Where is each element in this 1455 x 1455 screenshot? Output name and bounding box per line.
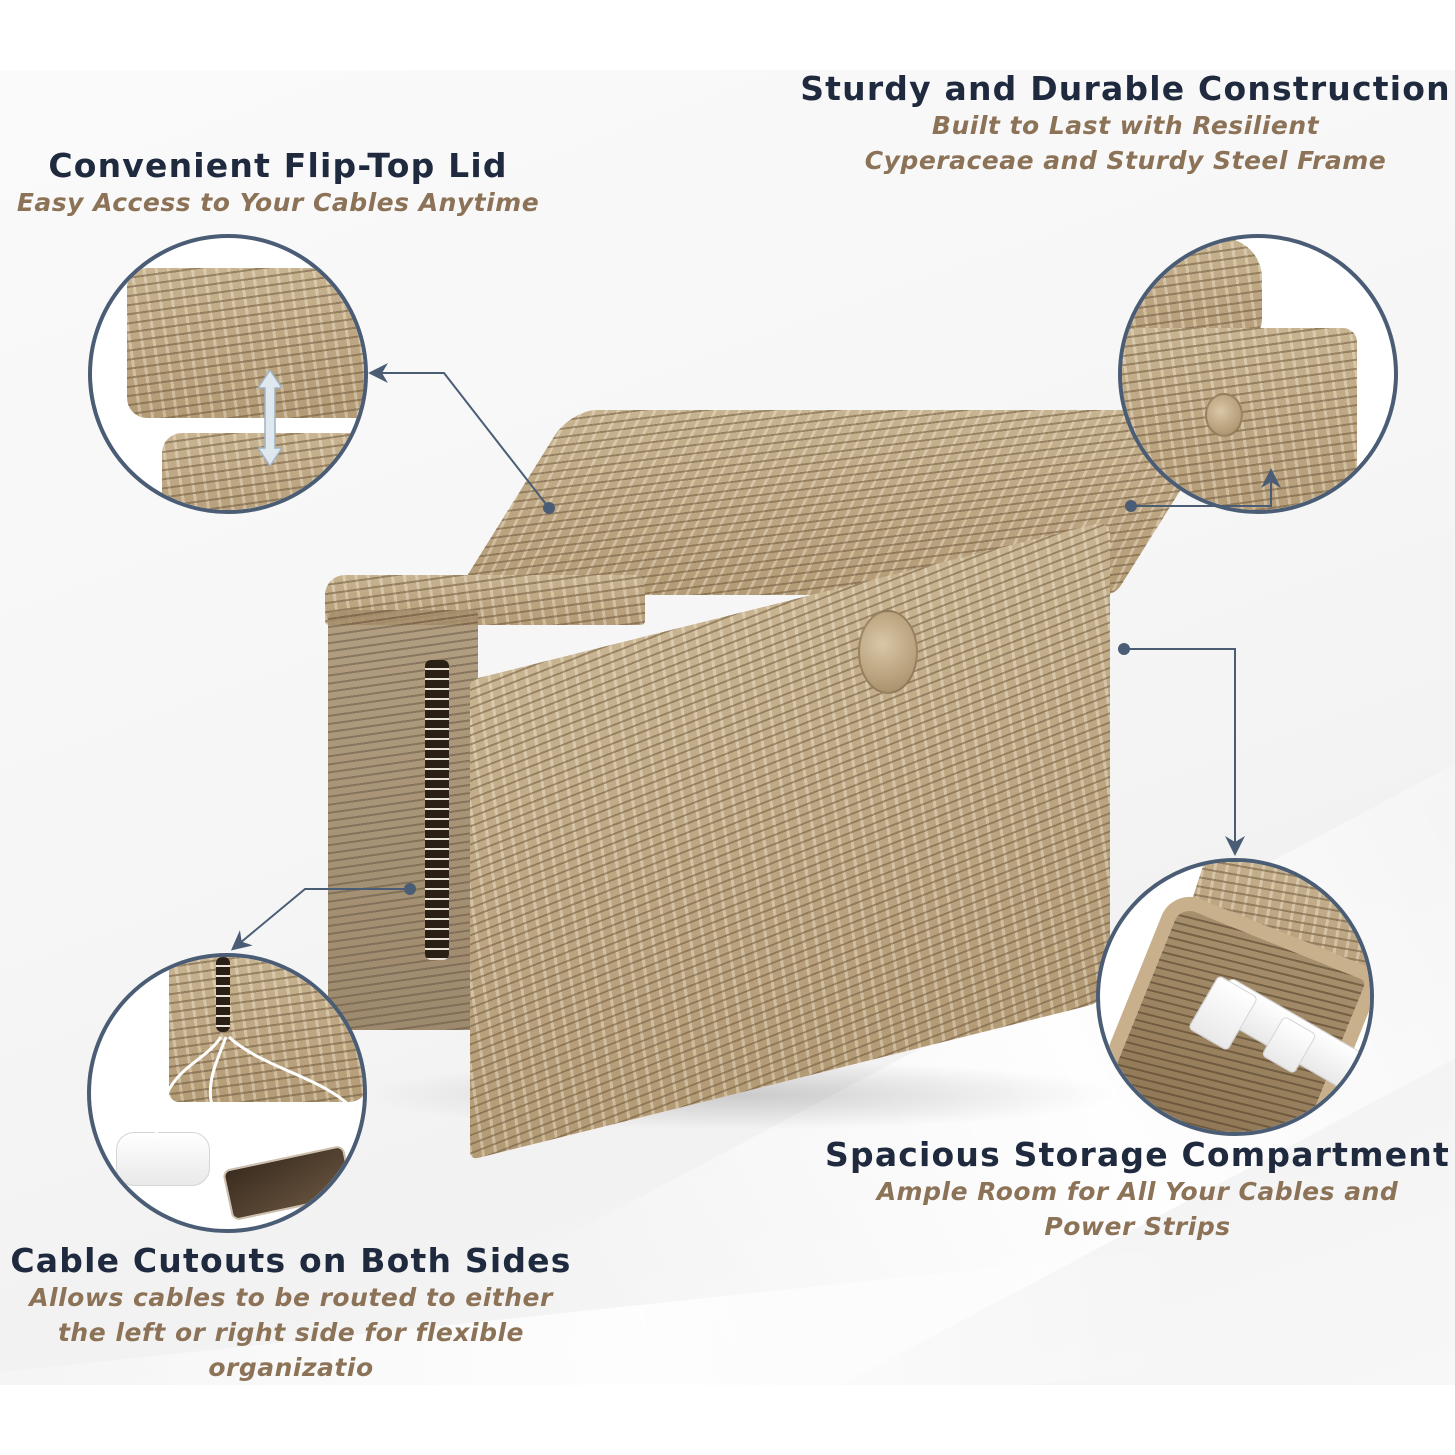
feature-subtitle-line3: organizatio bbox=[208, 1353, 374, 1382]
product-infographic: Convenient Flip-Top Lid Easy Access to Y… bbox=[0, 70, 1455, 1385]
feature-subtitle-line2: Cyperaceae and Sturdy Steel Frame bbox=[864, 146, 1387, 175]
basket-corner-detail bbox=[169, 957, 363, 1102]
charging-cables bbox=[154, 1035, 353, 1164]
lid-knob-clasp bbox=[858, 610, 918, 694]
feature-storage-compartment: Spacious Storage Compartment Ample Room … bbox=[820, 1136, 1455, 1244]
cable-cutout-slot bbox=[425, 660, 449, 960]
feature-title: Cable Cutouts on Both Sides bbox=[10, 1241, 572, 1280]
feature-title: Sturdy and Durable Construction bbox=[800, 70, 1451, 108]
cutout-slot-detail bbox=[216, 957, 230, 1032]
feature-title: Convenient Flip-Top Lid bbox=[48, 146, 508, 185]
detail-circle-construction bbox=[1118, 234, 1398, 514]
feature-cable-cutouts: Cable Cutouts on Both Sides Allows cable… bbox=[0, 1242, 582, 1385]
detail-circle-cutouts bbox=[87, 953, 367, 1233]
detail-circle-lid bbox=[88, 234, 368, 514]
basket-lid-top bbox=[455, 410, 1231, 595]
feature-sturdy-construction: Sturdy and Durable Construction Built to… bbox=[796, 70, 1455, 178]
feature-subtitle-line1: Built to Last with Resilient bbox=[931, 111, 1320, 140]
basket-body-detail bbox=[162, 433, 364, 510]
feature-subtitle-line2: Power Strips bbox=[1044, 1212, 1231, 1241]
lid-open-detail bbox=[127, 268, 364, 418]
clasp-knob-detail bbox=[1205, 393, 1243, 437]
feature-subtitle-line2: the left or right side for flexible bbox=[57, 1318, 525, 1347]
double-vertical-arrow-icon bbox=[256, 368, 284, 468]
earbuds-case bbox=[116, 1132, 210, 1186]
feature-subtitle-line1: Allows cables to be routed to either bbox=[29, 1283, 553, 1312]
feature-subtitle-line1: Ample Room for All Your Cables and bbox=[876, 1177, 1399, 1206]
detail-circle-storage bbox=[1096, 858, 1374, 1136]
feature-subtitle: Easy Access to Your Cables Anytime bbox=[16, 188, 540, 217]
feature-flip-top-lid: Convenient Flip-Top Lid Easy Access to Y… bbox=[0, 147, 556, 220]
feature-title: Spacious Storage Compartment bbox=[825, 1135, 1450, 1174]
